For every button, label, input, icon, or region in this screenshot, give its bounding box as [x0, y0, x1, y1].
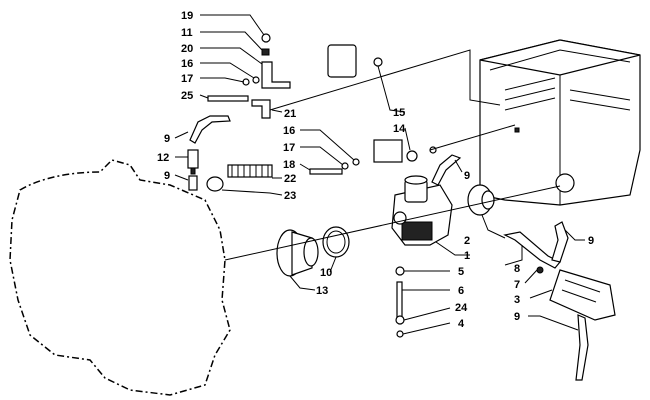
- callout-9: 9: [514, 311, 520, 323]
- callout-14: 14: [393, 123, 406, 135]
- grommet-15: [373, 57, 383, 67]
- callout-9: 9: [164, 170, 170, 182]
- engine-outline: [9, 159, 231, 396]
- assembly-line-mid: [429, 124, 516, 151]
- nut-11: [261, 48, 270, 56]
- callout-15: 15: [393, 107, 405, 119]
- callout-21: 21: [284, 108, 296, 120]
- needle-6: [396, 281, 403, 321]
- callout-20: 20: [181, 43, 193, 55]
- clamp: [322, 226, 350, 258]
- callout-3: 3: [514, 294, 520, 306]
- callout-12: 12: [157, 152, 169, 164]
- fuel-hose-carb: [431, 154, 462, 186]
- assembly-line-main: [224, 185, 561, 261]
- callout-5: 5: [458, 266, 464, 278]
- carburetor: [391, 175, 453, 246]
- adapter-boot: [467, 184, 495, 216]
- spring-coils: [231, 165, 269, 177]
- callout-2: 2: [464, 235, 470, 247]
- callout-17: 17: [181, 73, 193, 85]
- callout-10: 10: [320, 267, 332, 279]
- callout-9: 9: [588, 235, 594, 247]
- callout-6: 6: [458, 285, 464, 297]
- callout-9: 9: [164, 133, 170, 145]
- callout-24: 24: [455, 302, 468, 314]
- leader-lines: [174, 14, 585, 335]
- intake-flange: [276, 229, 319, 277]
- fuel-hose-lower: [575, 314, 589, 381]
- washer-16b: [352, 158, 360, 166]
- callout-4: 4: [458, 318, 465, 330]
- mount-bracket: [373, 139, 403, 163]
- callout-19: 19: [181, 10, 193, 22]
- callout-labels: 19 11 20 16 17 25 21 9 12 9 15 14 16 17 …: [157, 10, 594, 330]
- callout-16: 16: [283, 125, 295, 137]
- callout-23: 23: [284, 190, 296, 202]
- bracket-block: [327, 44, 357, 78]
- callout-8: 8: [514, 263, 520, 275]
- tee-fitting-21: [251, 99, 271, 119]
- clamp-23: [206, 176, 224, 192]
- washer-17b: [341, 162, 349, 170]
- callout-13: 13: [316, 285, 328, 297]
- air-silencer: [479, 39, 641, 206]
- fuel-pump: [549, 269, 616, 321]
- fuel-filter: [187, 149, 199, 191]
- callout-1: 1: [464, 250, 470, 262]
- callout-18: 18: [283, 159, 295, 171]
- fuel-hose-pump: [551, 221, 569, 263]
- washer-5: [395, 266, 405, 276]
- fitting-7: [536, 266, 544, 274]
- screw-18: [309, 168, 343, 175]
- callout-7: 7: [514, 279, 520, 291]
- callout-17: 17: [283, 142, 295, 154]
- pulse-hose: [503, 231, 561, 269]
- vent-hose-upper: [189, 115, 231, 144]
- screw-4: [396, 330, 404, 338]
- bracket-20: [261, 61, 291, 89]
- assembly-line-top: [269, 49, 501, 111]
- oring-24: [395, 315, 405, 325]
- nut-14: [406, 150, 418, 162]
- screw-25: [207, 95, 249, 102]
- washer-19: [261, 33, 271, 43]
- callout-25: 25: [181, 90, 193, 102]
- callout-9: 9: [464, 170, 470, 182]
- washer-16a: [252, 76, 260, 84]
- callout-11: 11: [181, 27, 193, 39]
- callout-22: 22: [284, 173, 296, 185]
- callout-16: 16: [181, 58, 193, 70]
